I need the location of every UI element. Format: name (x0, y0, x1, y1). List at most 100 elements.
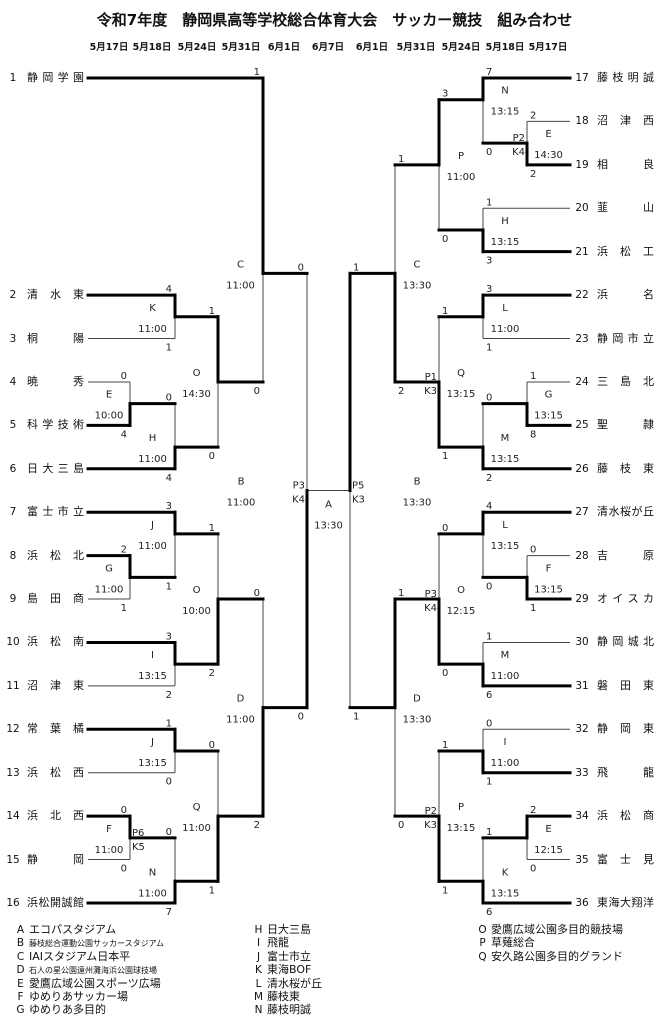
venue-code: G (545, 390, 553, 401)
top-score: 0 (486, 393, 492, 404)
venue-code: N (254, 1004, 263, 1017)
team-number: 20 (575, 202, 589, 215)
team-name: 桐陽 (27, 332, 84, 346)
team-name: 静岡城北 (597, 635, 654, 649)
team-name-char: 静 (597, 331, 608, 345)
team-name-char: 清 (27, 288, 38, 302)
venue-code: D (237, 694, 245, 705)
team-name-char: 枝 (612, 71, 624, 84)
venue-name: 日大三島 (267, 923, 311, 936)
team-name: 相良 (597, 158, 654, 172)
team-name-char: 開 (50, 895, 61, 909)
venue-code: J (150, 520, 154, 531)
team-name-char: 市 (627, 331, 639, 345)
bottom-score: 1 (530, 603, 536, 614)
team-number: 32 (575, 723, 589, 736)
team-name: 浜松南 (27, 635, 84, 649)
team-name-char: 松 (620, 809, 631, 823)
team-name-char: ス (627, 592, 639, 606)
team-name-char: 島 (620, 374, 631, 388)
team-name-char: 誠 (642, 71, 654, 84)
top-score: 1 (166, 718, 172, 729)
bottom-score: 0 (298, 712, 304, 723)
kickoff-time: 13:15 (447, 823, 476, 834)
venue-code: E (106, 390, 112, 401)
team-name-char: 聖 (597, 418, 608, 432)
top-score: 0 (209, 740, 215, 751)
bottom-score: 2 (398, 386, 404, 397)
team-number: 12 (6, 723, 20, 736)
top-score: 4 (166, 284, 172, 295)
team-name: 聖隷 (597, 418, 654, 432)
venue-code: C (414, 259, 421, 270)
team-name-char: 相 (597, 157, 608, 171)
top-score: 2 (121, 545, 127, 556)
team-name-char: 松 (50, 635, 61, 649)
team-name-char: 大 (620, 895, 631, 909)
team-number: 21 (575, 245, 589, 258)
top-score: 1 (486, 827, 492, 838)
team-name-char: 園 (72, 71, 84, 84)
team-number: 11 (6, 679, 20, 692)
bottom-score: 6 (486, 690, 492, 701)
venue-code: P (479, 937, 486, 950)
pk-top: P3 (425, 589, 437, 600)
kickoff-time: 14:30 (534, 150, 563, 161)
team-number: 2 (9, 289, 17, 302)
venue-code: I (151, 650, 154, 661)
kickoff-time: 11:00 (491, 758, 520, 769)
venue-name: エコパスタジアム (29, 923, 117, 936)
venue-code: Q (457, 368, 465, 379)
team-name-char: 北 (50, 809, 61, 823)
venue-code: F (546, 563, 552, 574)
team-name-char: 松 (50, 765, 61, 779)
venue-code: D (413, 694, 421, 705)
pk-bottom: K5 (132, 842, 145, 853)
team-name-char: 岡 (612, 635, 624, 649)
team-name: 三島北 (597, 375, 654, 389)
kickoff-time: 13:15 (491, 107, 520, 118)
top-score: 1 (209, 306, 215, 317)
team-name-char: 富 (597, 852, 608, 866)
team-name-char: 桐 (27, 331, 38, 345)
top-score: 1 (398, 588, 404, 599)
team-number: 18 (575, 115, 589, 128)
team-name: 沼津西 (597, 114, 654, 128)
bottom-score: 4 (166, 473, 172, 484)
pk-bottom: K4 (512, 147, 525, 158)
team-name: 浜松工 (597, 245, 654, 259)
top-score: 0 (530, 545, 536, 556)
team-name: 浜松北 (27, 549, 84, 563)
kickoff-time: 11:00 (447, 172, 476, 183)
top-score: 1 (486, 197, 492, 208)
top-score: 4 (486, 501, 492, 512)
team-number: 15 (6, 853, 20, 866)
kickoff-time: 11:00 (227, 497, 256, 508)
round-date: 6月1日 (267, 42, 301, 53)
team-name: 磐田東 (597, 679, 654, 693)
kickoff-time: 11:00 (95, 845, 124, 856)
top-score: 1 (530, 371, 536, 382)
team-name: 清水桜が丘 (597, 505, 654, 519)
top-score: 0 (442, 523, 448, 534)
venue-code: F (106, 824, 112, 835)
team-name-char: 島 (72, 461, 84, 475)
venue-code: C (16, 950, 25, 963)
team-name-char: 陽 (73, 331, 84, 345)
team-name-char: 山 (643, 201, 654, 215)
team-number: 27 (575, 506, 589, 519)
team-name-char: 葉 (50, 722, 61, 736)
bottom-score: 0 (486, 147, 492, 158)
team-name-char: 岡 (42, 71, 54, 84)
team-name: 浜松開誠館 (27, 896, 84, 910)
team-name-char: 浜 (597, 288, 608, 302)
team-number: 7 (9, 506, 17, 519)
venue-name: 安久路公園多目的グランド (491, 949, 623, 963)
